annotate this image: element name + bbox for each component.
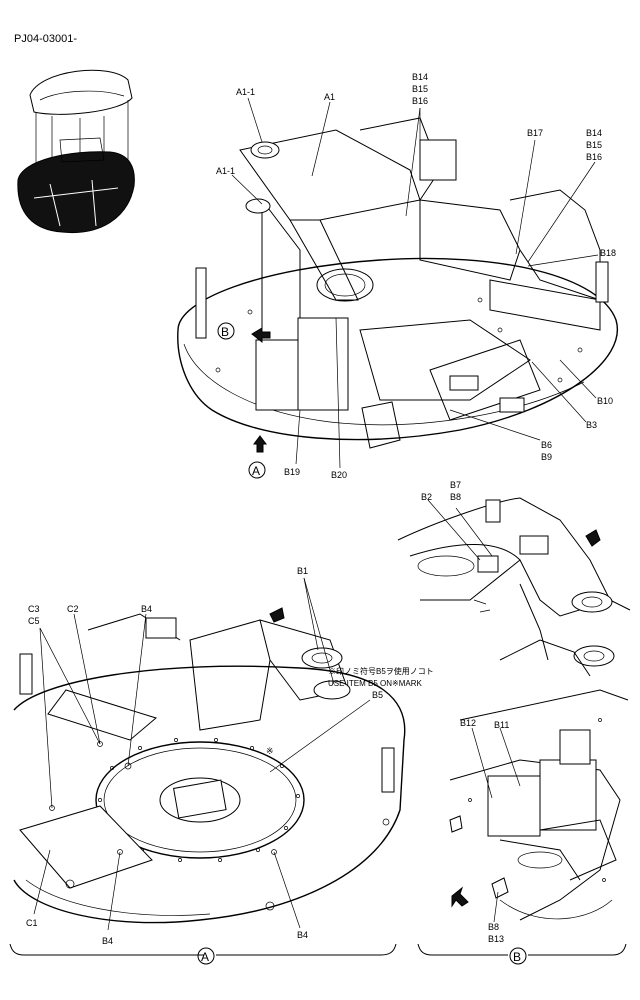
callout-b16-right: B16	[586, 152, 602, 162]
machine-thumbnail	[17, 69, 135, 234]
callout-b10: B10	[597, 396, 613, 406]
note-english: USE ITEM B5 ON※MARK	[328, 679, 422, 688]
callout-b14-right: B14	[586, 128, 602, 138]
view-b-leader-lines	[471, 727, 521, 923]
callout-a1-1-top: A1-1	[236, 87, 255, 97]
callout-b3: B3	[586, 420, 597, 430]
document-code: PJ04-03001-	[14, 33, 77, 45]
callout-c1: C1	[26, 918, 38, 928]
view-marker-a-upper: A	[248, 461, 266, 479]
callout-b15-right: B15	[586, 140, 602, 150]
note-japanese: ※印ノミ符号B5ヲ使用ノコト	[328, 666, 434, 676]
view-a-leader-lines	[33, 577, 371, 931]
view-a-letter-bottom: A	[201, 950, 209, 964]
callout-b6: B6	[541, 440, 552, 450]
middle-right-detail	[397, 497, 631, 677]
callout-b17: B17	[527, 128, 543, 138]
upper-leader-lines	[231, 97, 599, 469]
view-marker-b-upper: B	[217, 322, 235, 340]
callout-b13: B13	[488, 934, 504, 944]
upper-callouts: A1-1 A1 B14 B15 B16 B17 B14 B15 B16 A1-1…	[216, 72, 616, 480]
upper-frame-drawing	[177, 117, 619, 453]
callout-b4-top: B4	[141, 604, 152, 614]
callout-b5: B5	[372, 690, 383, 700]
middle-callouts: B2 B7 B8	[421, 480, 461, 502]
callout-b12: B12	[460, 718, 476, 728]
view-b-letter-bottom: B	[513, 950, 521, 964]
callout-b14-top: B14	[412, 72, 428, 82]
view-b-letter-upper: B	[221, 325, 229, 339]
callout-c3: C3	[28, 604, 40, 614]
callout-b8-bottom: B8	[488, 922, 499, 932]
callout-b4-bottom-left: B4	[102, 936, 113, 946]
callout-b1: B1	[297, 566, 308, 576]
callout-c5: C5	[28, 616, 40, 626]
callout-b15-top: B15	[412, 84, 428, 94]
view-b-drawing	[449, 689, 629, 921]
view-b-callouts: B12 B11 B8 B13	[460, 718, 509, 944]
view-a-drawing	[13, 607, 406, 924]
middle-leader-lines	[427, 499, 493, 561]
usage-note: ※印ノミ符号B5ヲ使用ノコト USE ITEM B5 ON※MARK	[328, 666, 434, 688]
callout-b8: B8	[450, 492, 461, 502]
callout-c2: C2	[67, 604, 79, 614]
callout-b2: B2	[421, 492, 432, 502]
view-a-bracket: A	[9, 943, 397, 965]
callout-a1-1-left: A1-1	[216, 166, 235, 176]
view-a-letter-upper: A	[252, 464, 260, 478]
callout-b20: B20	[331, 470, 347, 480]
callout-b18: B18	[600, 248, 616, 258]
callout-b9: B9	[541, 452, 552, 462]
callout-b16-top: B16	[412, 96, 428, 106]
note-mark-symbol: ※	[266, 746, 274, 756]
callout-b7: B7	[450, 480, 461, 490]
view-b-bracket: B	[417, 943, 627, 965]
callout-b4-bottom-right: B4	[297, 930, 308, 940]
view-a-callouts: B1 B4 C3 C5 C2 B5 ※ C1 B4 B4	[26, 566, 383, 946]
callout-b11: B11	[494, 720, 509, 730]
callout-a1: A1	[324, 92, 335, 102]
callout-b19: B19	[284, 467, 300, 477]
